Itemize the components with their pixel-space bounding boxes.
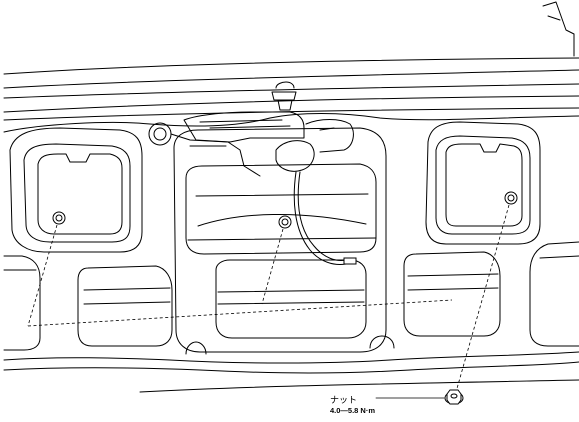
latch-bolt: [271, 81, 297, 111]
leader-lines: [27, 204, 510, 393]
nut-label: ナット: [330, 396, 358, 406]
trunk-latch-assembly: [148, 111, 357, 265]
left-service-opening: [9, 127, 143, 253]
nut-location-right: [504, 191, 518, 205]
bottom-slots: [185, 335, 395, 355]
lower-left-pocket: [77, 265, 173, 347]
nut-location-center: [278, 215, 292, 229]
nut-location-left: [52, 211, 66, 225]
far-left-edge-pocket: [3, 255, 41, 351]
lower-right-pocket: [403, 251, 501, 337]
corner-bracket: [542, 1, 575, 57]
torque-spec: 4.0—5.8 N·m: [330, 406, 376, 415]
right-service-opening: [425, 121, 541, 245]
inner-panel-outline: [3, 113, 579, 393]
central-latch-recess: [173, 127, 387, 353]
nut-icon: [444, 389, 464, 405]
far-right-edge-pocket: [529, 241, 579, 347]
lid-outer-edges: [3, 57, 579, 121]
